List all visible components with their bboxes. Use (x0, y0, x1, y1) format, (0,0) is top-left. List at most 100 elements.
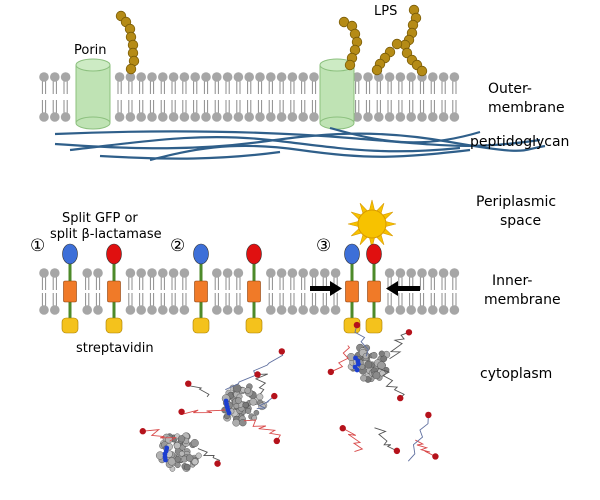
lipid-head (168, 112, 179, 122)
chain-end-dot (185, 380, 192, 387)
transmembrane-domain (107, 280, 121, 303)
peptide-chain (197, 448, 221, 467)
lipid-head (244, 72, 254, 82)
lipid-head (320, 305, 330, 315)
chain-end-dot (178, 408, 185, 415)
lipid-head (147, 112, 157, 122)
lipid-head (50, 72, 60, 82)
lipid-head (438, 305, 449, 315)
lipid-head (60, 112, 71, 122)
chain-end-dot (393, 447, 401, 455)
peptide-chain (353, 321, 369, 357)
peptide-chain (407, 411, 432, 462)
lipid-head (50, 112, 60, 122)
lipid-head (212, 112, 222, 122)
outer-membrane-label-line1: Outer- (488, 81, 532, 97)
outer-membrane-label-line2: membrane (488, 100, 565, 116)
peptide-chain (377, 367, 405, 402)
lipid-head (136, 305, 146, 315)
lps-chains (115, 4, 428, 77)
lps-bead (416, 65, 428, 77)
transmembrane-domain (63, 280, 77, 303)
peptide-chain (185, 380, 210, 398)
transmembrane-domain (367, 280, 381, 303)
lipid-head (395, 305, 406, 315)
lipid-head (309, 305, 319, 315)
lipid-head (179, 268, 190, 278)
lipid-head (276, 305, 287, 315)
lipid-head (222, 305, 233, 315)
chain-end-dot (405, 329, 413, 336)
reporter-domain (193, 243, 209, 265)
arrow-right (310, 281, 342, 296)
peptidoglycan-strands (54, 126, 546, 162)
inner-membrane-bilayer (39, 268, 460, 315)
lipid-head (147, 72, 157, 82)
lipid-head (395, 268, 406, 278)
chain-end-dot (397, 394, 404, 402)
lipid-head (50, 305, 60, 315)
lipid-head (201, 112, 211, 122)
peptide-chain (178, 408, 226, 415)
protein-blob (155, 432, 202, 472)
sensor-protein-red-1 (105, 243, 123, 334)
lipid-head (39, 112, 49, 122)
lipid-head (276, 72, 287, 82)
peptide-chain (327, 345, 351, 376)
lipid-head (82, 305, 92, 315)
reporter-domain (366, 243, 382, 265)
lipid-head (298, 305, 309, 315)
lipid-head (384, 305, 395, 315)
lipid-head (212, 72, 222, 82)
lipid-head (438, 112, 449, 122)
lipid-head (147, 305, 157, 315)
lipid-head (82, 268, 92, 278)
lipid-head (298, 268, 309, 278)
lipid-head (428, 268, 438, 278)
cytoplasm-label: cytoplasm (480, 366, 552, 382)
lipid-head (384, 72, 395, 82)
peptide-chain (415, 439, 439, 460)
lipid-head (266, 112, 276, 122)
porin-left (75, 58, 111, 130)
lipid-head (438, 268, 449, 278)
lps-bead (125, 63, 137, 75)
lipid-head (320, 268, 330, 278)
lipid-head (158, 268, 168, 278)
inner-membrane-label-line2: membrane (484, 292, 561, 308)
lipid-head (395, 112, 406, 122)
sensor-protein-blue-1 (61, 243, 79, 334)
lipid-head (201, 72, 211, 82)
lipid-head (114, 112, 125, 122)
lipid-head (136, 72, 146, 82)
lipid-head (114, 72, 125, 82)
inner-membrane-label-line1: Inner- (492, 273, 532, 289)
chain-end-dot (432, 453, 439, 460)
streptavidin-domain (192, 317, 210, 334)
sun-icon (347, 199, 397, 249)
lipid-head (276, 112, 287, 122)
chain-end-dot (425, 411, 432, 419)
lipid-head (168, 72, 179, 82)
lipid-head (352, 72, 363, 82)
peptide-chain (389, 329, 413, 360)
lipid-head (309, 268, 319, 278)
lipid-head (233, 112, 244, 122)
lipid-head (298, 112, 309, 122)
chain-end-dot (353, 321, 361, 329)
lps-bead (344, 59, 356, 71)
lps-bead (391, 38, 403, 50)
lipid-head (428, 305, 438, 315)
lipid-head (384, 268, 395, 278)
lps-bead (401, 47, 413, 59)
split-label-line2: split β-lactamase (50, 227, 162, 242)
lipid-head (125, 305, 136, 315)
chain-end-dot (271, 392, 278, 400)
lipid-head (428, 112, 438, 122)
lipid-head (287, 112, 298, 122)
lipid-head (244, 112, 254, 122)
cytoplasm-proteins (139, 321, 439, 472)
chain-end-dot (139, 428, 146, 435)
reporter-domain (106, 243, 122, 265)
lipid-head (266, 268, 276, 278)
